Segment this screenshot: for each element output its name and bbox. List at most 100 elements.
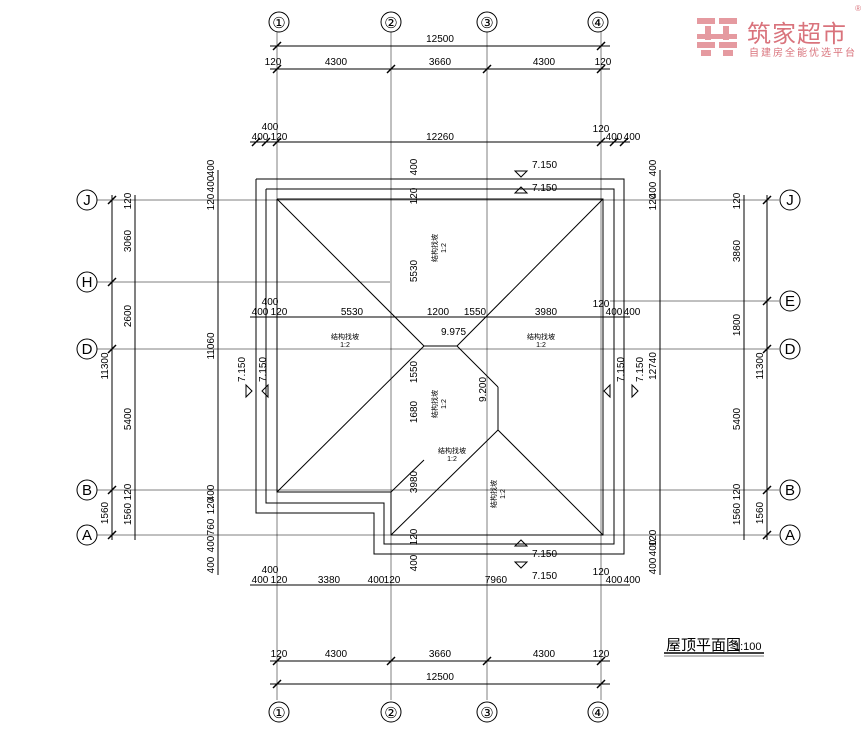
dim-text: 1560 <box>732 502 743 525</box>
hip-line <box>276 198 425 347</box>
axis-bubble-bottom-2 <box>380 701 402 723</box>
dim-text: 7960 <box>485 575 508 586</box>
dim-text: 120 <box>206 193 217 210</box>
dim-text: 5400 <box>123 407 134 430</box>
axis-bubble-bottom-4 <box>587 701 609 723</box>
dim-text: 1200 <box>427 307 450 318</box>
brand-logo: 筑家超市 自建房全能优选平台 ® <box>693 4 863 62</box>
dim-text: 3380 <box>318 575 341 586</box>
dim-text: 120 <box>595 57 612 68</box>
axis-label-bottom: ③ <box>480 705 493 722</box>
dim-text: 120 <box>123 483 134 500</box>
dim-text: 120 <box>648 193 659 210</box>
axis-label-right: A <box>785 527 795 544</box>
elevation-label: 9.200 <box>478 377 489 402</box>
slope-label: 结构找坡 <box>527 332 555 341</box>
dim-text: 400 <box>648 159 659 176</box>
dim-text: 400 <box>206 175 217 192</box>
elevation-label: 7.150 <box>532 160 557 171</box>
dim-text: 120 <box>206 497 217 514</box>
dim-text: 400 <box>206 535 217 552</box>
axis-label-bottom: ② <box>384 705 397 722</box>
elevation-marker <box>261 383 269 399</box>
elevation-marker <box>245 383 253 399</box>
dim-text: 760 <box>206 518 217 535</box>
elevation-label: 7.150 <box>532 183 557 194</box>
dim-text: 1800 <box>732 313 743 336</box>
dim-text: 4300 <box>533 649 556 660</box>
dim-text: 400 <box>624 132 641 143</box>
slope-ratio: 1:2 <box>447 456 457 463</box>
drawing-title: 屋顶平面图 <box>666 637 741 654</box>
dim-text: 1560 <box>100 501 111 524</box>
elevation-label: 9.975 <box>441 327 466 338</box>
dim-text: 1550 <box>409 360 420 383</box>
hip-line <box>497 429 604 536</box>
dim-text: 120 <box>265 57 282 68</box>
axis-bubble-left-J <box>76 189 98 211</box>
dim-text: 12260 <box>426 132 454 143</box>
slope-label: 结构找坡 <box>489 480 498 508</box>
axis-label-top: ② <box>384 15 397 32</box>
axis-label-right: J <box>786 192 794 209</box>
dim-text: 120 <box>409 187 420 204</box>
hip-line <box>390 429 499 536</box>
hip-line <box>276 345 425 493</box>
axis-bubble-top-4 <box>587 11 609 33</box>
axis-bubble-left-D <box>76 338 98 360</box>
drawing-scale: 1:100 <box>734 641 762 653</box>
elevation-label: 7.150 <box>258 357 269 382</box>
dim-text: 3060 <box>123 229 134 252</box>
axis-label-bottom: ④ <box>591 705 604 722</box>
dim-text: 120 <box>593 567 610 578</box>
dim-text: 1550 <box>464 307 487 318</box>
dim-text: 400 <box>606 307 623 318</box>
axis-label-right: E <box>785 293 795 310</box>
dim-text: 400 <box>624 307 641 318</box>
dim-text: 400 <box>409 158 420 175</box>
dim-text: 400 <box>648 557 659 574</box>
elevation-marker <box>631 383 639 399</box>
dim-text: 400 <box>252 575 269 586</box>
axis-bubble-right-A <box>779 524 801 546</box>
dim-text: 400 <box>262 297 279 308</box>
dim-text: 120 <box>648 529 659 546</box>
dim-text: 120 <box>271 132 288 143</box>
axis-label-right: B <box>785 482 795 499</box>
elevation-marker <box>603 383 611 399</box>
dim-text: 11060 <box>206 332 217 360</box>
axis-label-left: B <box>82 482 92 499</box>
slope-ratio: 1:2 <box>441 243 448 253</box>
dim-text: 120 <box>593 649 610 660</box>
dim-text: 400 <box>262 565 279 576</box>
axis-bubble-right-B <box>779 479 801 501</box>
dim-text: 3660 <box>429 57 452 68</box>
slope-label: 结构找坡 <box>430 234 439 262</box>
dim-text: 400 <box>368 575 385 586</box>
registered-mark: ® <box>855 4 861 13</box>
axis-label-top: ① <box>272 15 285 32</box>
slope-label: 结构找坡 <box>438 446 466 455</box>
dim-text: 400 <box>252 307 269 318</box>
elevation-label: 7.150 <box>532 571 557 582</box>
dim-text: 400 <box>648 181 659 198</box>
slope-label: 结构找坡 <box>331 332 359 341</box>
elevation-label: 7.150 <box>532 549 557 560</box>
dim-text: 11300 <box>100 352 111 380</box>
axis-label-right: D <box>785 341 796 358</box>
dim-text: 1680 <box>409 400 420 423</box>
axis-bubble-top-2 <box>380 11 402 33</box>
elevation-marker <box>513 186 529 194</box>
dim-text: 120 <box>732 483 743 500</box>
dim-text: 11300 <box>755 352 766 380</box>
dim-text: 400 <box>262 122 279 133</box>
axis-label-left: A <box>82 527 92 544</box>
roof-gutter-outline <box>265 188 615 545</box>
elevation-label: 7.150 <box>616 357 627 382</box>
slope-ratio: 1:2 <box>536 342 546 349</box>
dim-text: 400 <box>252 132 269 143</box>
hip-line <box>390 459 425 493</box>
dim-text: 120 <box>123 192 134 209</box>
